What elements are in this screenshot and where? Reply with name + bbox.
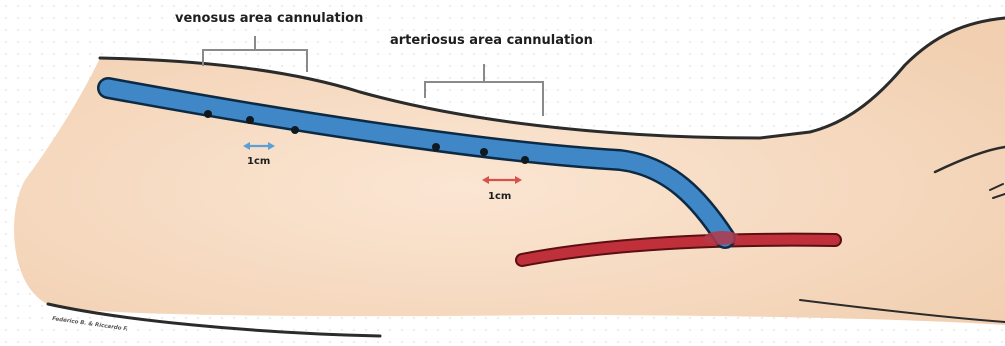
puncture-dot [480,148,488,156]
puncture-dot [432,143,440,151]
author-credit: Federico B. & Riccardo F. [52,316,129,333]
puncture-dot [521,156,529,164]
puncture-dot [204,110,212,118]
puncture-dot [291,126,299,134]
anastomosis [704,231,740,245]
arterial-area-bracket [425,64,543,116]
forearm-skin [14,18,1005,325]
venous-area-title: venosus area cannulation [175,11,363,26]
arterial-area-title: arteriosus area cannulation [390,33,593,48]
arterial-spacing-label: 1cm [488,191,511,202]
venous-spacing-label: 1cm [247,156,270,167]
puncture-dot [246,116,254,124]
